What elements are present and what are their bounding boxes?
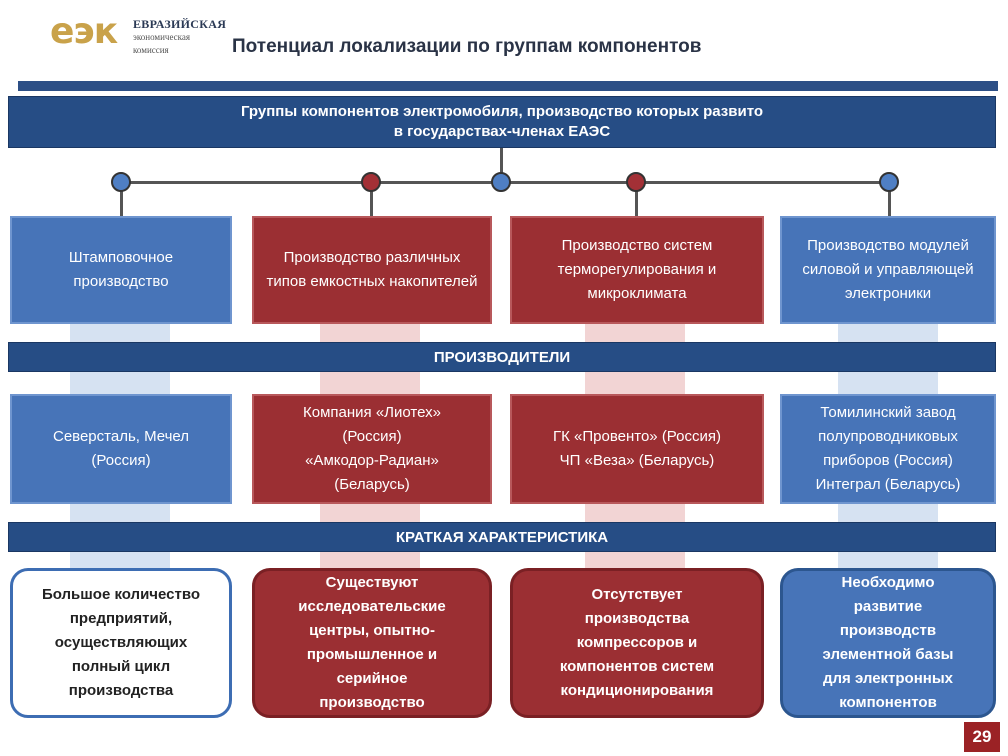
summary-box-3: Отсутствует производства компрессоров и … [510, 568, 764, 718]
banner-line-2: в государствах-членах ЕАЭС [393, 123, 611, 140]
producer-line: Компания «Лиотех» [303, 404, 441, 421]
summary-line: Существуют [325, 574, 419, 591]
logo-line-1: ЕВРАЗИЙСКАЯ [133, 17, 227, 31]
summary-line: полный цикл [71, 658, 171, 675]
producer-line: (Россия) [342, 428, 402, 445]
producer-line: «Амкодор-Радиан» [305, 452, 439, 469]
group-label: Производство систем терморегулирования и… [557, 237, 717, 302]
logo-line-3: комиссия [133, 45, 169, 55]
summary-line: Отсутствует [591, 586, 683, 603]
producer-line: Северсталь, Мечел [52, 428, 190, 445]
producer-line: Томилинский завод [820, 404, 956, 421]
group-box-thermal: Производство систем терморегулирования и… [510, 216, 764, 324]
summary-line: исследовательские [298, 598, 446, 615]
producer-box-1: Северсталь, Мечел (Россия) [10, 394, 232, 504]
connector-3 [635, 182, 638, 216]
producer-line: ЧП «Веза» (Беларусь) [559, 452, 715, 469]
group-box-storage: Производство различных типов емкостных н… [252, 216, 492, 324]
page-title: Потенциал локализации по группам компоне… [232, 36, 702, 57]
summary-line: Необходимо [841, 574, 935, 591]
producer-line: (Беларусь) [334, 476, 410, 493]
producer-box-2: Компания «Лиотех» (Россия) «Амкодор-Ради… [252, 394, 492, 504]
node-dot-3 [626, 172, 646, 192]
group-label: Производство модулей силовой и управляющ… [802, 237, 974, 302]
summary-line: элементной базы [822, 646, 954, 663]
summary-line: производства [584, 610, 690, 627]
logo-mark: еэк [50, 11, 118, 52]
summary-line: компонентов систем [559, 658, 715, 675]
summary-line: производство [319, 694, 425, 711]
summary-line: кондиционирования [560, 682, 714, 699]
summary-header: КРАТКАЯ ХАРАКТЕРИСТИКА [8, 522, 996, 552]
summary-line: осуществляющих [54, 634, 188, 651]
summary-line: предприятий, [69, 610, 173, 627]
groups-banner: Группы компонентов электромобиля, произв… [8, 96, 996, 148]
summary-line: производства [68, 682, 174, 699]
connector-2 [370, 182, 373, 216]
summary-line: компонентов [839, 694, 937, 711]
summary-box-2: Существуют исследовательские центры, опы… [252, 568, 492, 718]
connector-stem [500, 148, 503, 182]
group-box-stamping: Штамповочное производство [10, 216, 232, 324]
group-box-electronics: Производство модулей силовой и управляющ… [780, 216, 996, 324]
summary-line: компрессоров и [576, 634, 698, 651]
banner-line-1: Группы компонентов электромобиля, произв… [240, 103, 764, 120]
summary-box-4: Необходимо развитие производств элементн… [780, 568, 996, 718]
producer-line: ГК «Провенто» (Россия) [553, 428, 721, 445]
connector-4 [888, 182, 891, 216]
node-dot-center [491, 172, 511, 192]
summary-line: серийное [336, 670, 408, 687]
group-label: Штамповочное производство [68, 249, 174, 290]
producer-box-3: ГК «Провенто» (Россия) ЧП «Веза» (Белару… [510, 394, 764, 504]
summary-line: развитие [853, 598, 923, 615]
node-dot-1 [111, 172, 131, 192]
connector-1 [120, 182, 123, 216]
header-divider [18, 81, 998, 91]
producers-header: ПРОИЗВОДИТЕЛИ [8, 342, 996, 372]
summary-line: для электронных [822, 670, 953, 687]
group-label: Производство различных типов емкостных н… [266, 249, 478, 290]
summary-box-1: Большое количество предприятий, осуществ… [10, 568, 232, 718]
producer-line: (Россия) [91, 452, 151, 469]
node-dot-4 [879, 172, 899, 192]
summary-line: производств [839, 622, 937, 639]
producer-line: приборов (Россия) [823, 452, 953, 469]
producer-box-4: Томилинский завод полупроводниковых приб… [780, 394, 996, 504]
producer-line: полупроводниковых [818, 428, 958, 445]
summary-line: центры, опытно- [309, 622, 435, 639]
page-number: 29 [964, 722, 1000, 752]
summary-line: промышленное и [306, 646, 438, 663]
node-dot-2 [361, 172, 381, 192]
producer-line: Интеграл (Беларусь) [815, 476, 961, 493]
logo-text: ЕВРАЗИЙСКАЯ экономическая комиссия [133, 17, 227, 57]
summary-line: Большое количество [41, 586, 201, 603]
logo-line-2: экономическая [133, 32, 191, 42]
